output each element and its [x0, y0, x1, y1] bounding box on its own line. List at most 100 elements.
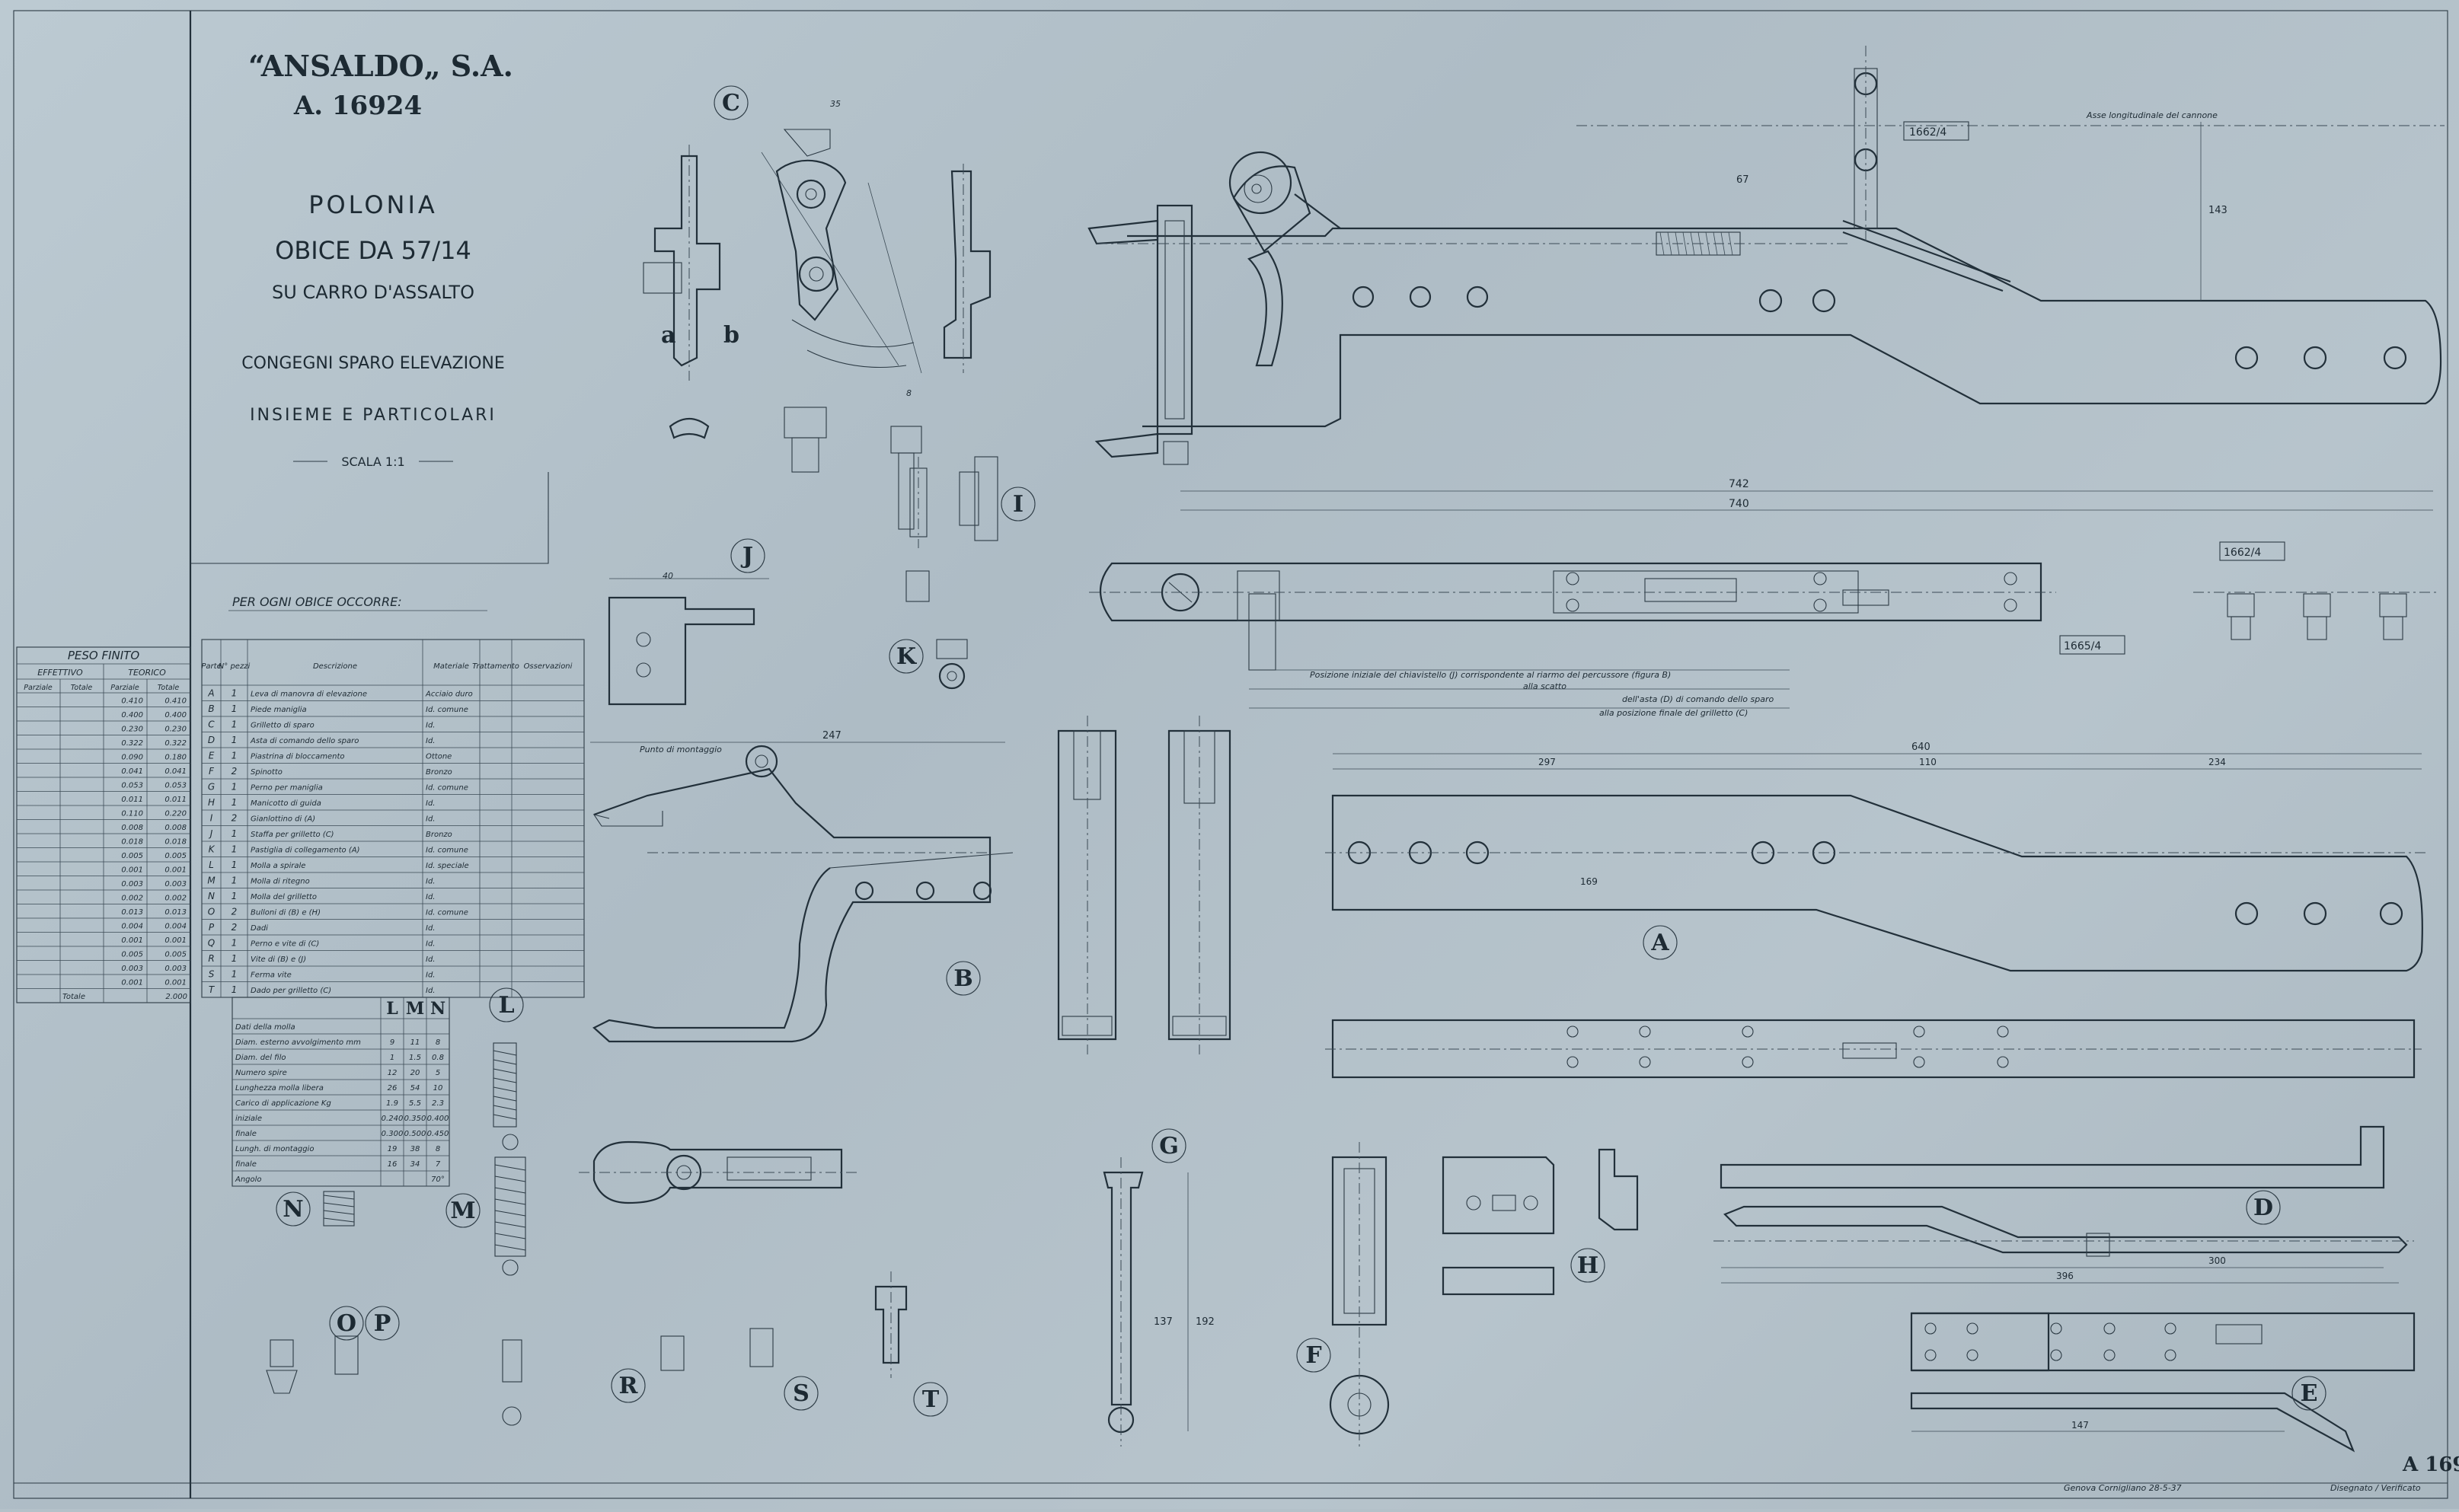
svg-text:35: 35 [830, 99, 841, 109]
spring-cell: 2.3 [432, 1099, 444, 1108]
part-label-ring [946, 961, 981, 996]
parts-cell: Vite di (B) e (J) [251, 955, 306, 964]
part-label-ring [1151, 1128, 1186, 1163]
part-label: P [374, 1310, 391, 1337]
parts-cell: Bulloni di (B) e (H) [251, 909, 321, 917]
svg-text:b: b [723, 322, 739, 349]
parts-cell: Id. comune [426, 784, 468, 793]
weight-cell: 0.008 [121, 824, 143, 832]
spring-cell: Lunghezza molla libera [235, 1084, 324, 1093]
parts-cell: 2 [232, 813, 238, 824]
part-label: H [1577, 1252, 1598, 1279]
weight-cell: 0.053 [121, 782, 143, 790]
weight-cell: 0.003 [164, 965, 187, 973]
corner-mark: A 169 [2402, 1453, 2459, 1476]
spring-cell: 20 [410, 1069, 420, 1077]
parts-cell: 1 [232, 782, 238, 793]
parts-cell: Spinotto [251, 768, 283, 777]
spring-cell: 9 [390, 1038, 394, 1047]
part-label-ring [329, 1306, 364, 1341]
weight-cell: 0.041 [164, 767, 187, 776]
svg-text:Punto di montaggio: Punto di montaggio [640, 745, 722, 754]
spring-cell: Dati della molla [235, 1023, 295, 1032]
spring-cell: 10 [433, 1084, 443, 1093]
part-label-ring [489, 987, 524, 1022]
weight-cell: 0.041 [121, 767, 143, 776]
part-label-ring [276, 1191, 311, 1227]
parts-cell: Piastrina di bloccamento [251, 753, 345, 761]
spring-cell: 0.500 [404, 1130, 426, 1138]
weight-cell: 0.400 [121, 711, 143, 719]
detail-views-o-p-r-s-t [266, 1271, 908, 1426]
detail-view-d: 300 396 [1713, 1125, 2414, 1284]
part-label-ring [445, 1193, 481, 1228]
parts-cell: Bronzo [426, 768, 452, 777]
parts-cell: Id. [426, 955, 435, 964]
parts-cell: Id. speciale [426, 862, 469, 870]
part-label-ring [913, 1382, 948, 1417]
detail-view-i [909, 457, 979, 548]
weight-cell: 0.005 [164, 852, 187, 860]
parts-cell: 1 [232, 844, 238, 855]
dim-247: 247 [822, 730, 841, 742]
parts-col-header: Materiale [433, 662, 469, 671]
weight-group-teorico: TEORICO [128, 668, 166, 678]
part-label: S [793, 1380, 810, 1407]
part-label: G [1159, 1133, 1179, 1160]
parts-cell: A [207, 688, 214, 699]
spring-cell: Diam. esterno avvolgimento mm [235, 1038, 361, 1047]
weight-col-header: Parziale [110, 684, 139, 692]
detail-view-a: 640 297 110 234 169 [1325, 742, 2429, 1079]
parts-cell: T [209, 984, 216, 995]
svg-text:396: 396 [2056, 1271, 2074, 1281]
spring-cell: 12 [388, 1069, 398, 1077]
weight-cell: 0.220 [164, 810, 187, 818]
weight-cell: 0.110 [121, 810, 143, 818]
part-label: N [283, 1196, 303, 1223]
part-label-ring [611, 1368, 646, 1403]
parts-cell: 1 [232, 797, 238, 808]
parts-cell: Staffa per grilletto (C) [251, 831, 334, 839]
weight-cell: 0.008 [164, 824, 187, 832]
detail-view-f-upper [1057, 716, 1231, 1054]
weight-col-header: Totale [158, 684, 180, 692]
parts-cell: Pastiglia di collegamento (A) [251, 847, 359, 855]
spring-cell: Numero spire [235, 1069, 287, 1077]
svg-text:1662/4: 1662/4 [1909, 126, 1946, 139]
spring-cell: 16 [388, 1160, 398, 1169]
dim-143: 143 [2208, 205, 2227, 216]
dim-640: 640 [1911, 742, 1930, 753]
spring-cell: 8 [436, 1038, 440, 1047]
parts-cell: Acciaio duro [425, 691, 473, 699]
parts-cell: P [209, 922, 215, 933]
note-line-2: alla scatto [1523, 681, 1566, 691]
detail-view-c: a b 835 [643, 99, 998, 541]
part-label-ring [2291, 1376, 2326, 1411]
plan-view-assembly: 1662/4 1665/4 Posizione iniziale del chi… [1089, 541, 2437, 718]
weight-cell: 0.011 [121, 796, 143, 804]
parts-cell: Molla a spirale [251, 862, 305, 870]
weight-total-value: 2.000 [165, 993, 187, 1001]
part-label: E [2301, 1380, 2318, 1407]
parts-cell: F [209, 766, 215, 777]
part-label: L [498, 992, 514, 1019]
weight-cell: 0.400 [164, 711, 187, 719]
parts-cell: Dadi [251, 924, 268, 933]
parts-cell: K [209, 844, 216, 855]
spring-cell: 1.5 [409, 1054, 421, 1062]
parts-cell: Leva di manovra di elevazione [251, 691, 367, 699]
part-label: R [619, 1373, 639, 1399]
parts-cell: 2 [232, 922, 238, 933]
part-label: B [953, 965, 972, 992]
parts-cell: N [208, 891, 215, 901]
parts-cell: 2 [232, 907, 238, 917]
weight-cell: 0.003 [121, 880, 143, 888]
parts-cell: 1 [232, 891, 238, 901]
weight-cell: 0.001 [121, 866, 143, 875]
spring-cell: 70° [431, 1175, 445, 1184]
parts-cell: O [208, 907, 215, 917]
parts-cell: Bronzo [426, 831, 452, 839]
part-label-ring [1001, 486, 1036, 522]
